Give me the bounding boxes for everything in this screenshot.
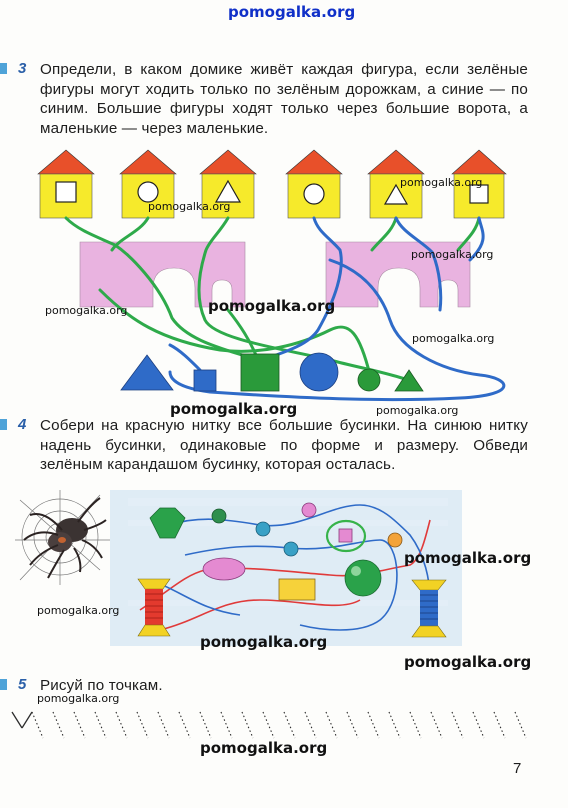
tracing-dot-line (304, 711, 317, 739)
tracing-dot-line (178, 711, 191, 739)
task-4-marker (0, 419, 7, 430)
task-3-marker (0, 63, 7, 74)
watermark[interactable]: pomogalka.org (170, 400, 298, 418)
watermark[interactable]: pomogalka.org (208, 297, 336, 315)
bead-big-yellow-rect (278, 578, 316, 601)
tracing-dot-line (199, 711, 212, 739)
tracing-dot-line (220, 711, 233, 739)
watermark[interactable]: pomogalka.org (412, 332, 495, 345)
top-watermark[interactable]: pomogalka.org (228, 3, 356, 21)
task-5-text: Рисуй по точкам. (40, 677, 163, 694)
tracing-dot-line (346, 711, 359, 739)
tracing-dot-line (430, 711, 443, 739)
watermark[interactable]: pomogalka.org (400, 176, 483, 189)
tracing-dot-line (283, 711, 296, 739)
bead-green-hexagon (149, 507, 186, 539)
task-3-text: Определи, в каком домике живёт каждая фи… (40, 61, 528, 137)
watermark[interactable]: pomogalka.org (411, 248, 494, 261)
watermark[interactable]: pomogalka.org (200, 633, 328, 651)
watermark[interactable]: pomogalka.org (376, 404, 459, 417)
tracing-dot-line (472, 711, 485, 739)
tracing-dot-line (493, 711, 506, 739)
task-5-number: 5 (18, 676, 27, 693)
house-4 (285, 149, 343, 219)
tracing-dot-line (262, 711, 275, 739)
tracing-dot-line (73, 711, 86, 739)
task-5-marker (0, 679, 7, 690)
task-3-number: 3 (18, 60, 27, 77)
spool-red-icon (137, 578, 171, 637)
house-5 (367, 149, 425, 219)
blue-paths (168, 216, 506, 402)
watermark[interactable]: pomogalka.org (37, 604, 120, 617)
bead-big-pink-oval (202, 557, 246, 581)
tracing-dot-line (31, 711, 44, 739)
spool-blue-icon (411, 579, 447, 638)
bead-small-pink (301, 502, 317, 518)
figure-small-green-triangle (394, 369, 424, 392)
bead-small-teal (255, 521, 271, 537)
house-1 (37, 149, 95, 219)
bead-small-green (211, 508, 227, 524)
house-6 (451, 149, 507, 219)
tracing-dot-line (325, 711, 338, 739)
spider-icon (15, 490, 110, 585)
tracing-dot-line (115, 711, 128, 739)
bead-small-orange (387, 532, 403, 548)
task-4-number: 4 (18, 416, 27, 433)
bead-small-teal-2 (283, 541, 299, 557)
figure-small-green-circle (357, 368, 381, 392)
figure-big-green-square (240, 353, 280, 392)
tracing-dot-line (94, 711, 107, 739)
watermark[interactable]: pomogalka.org (148, 200, 231, 213)
tracing-dot-line (157, 711, 170, 739)
task-4-text: Собери на красную нитку все большие буси… (40, 417, 528, 473)
bead-small-pink-square (338, 528, 353, 543)
house-3 (199, 149, 257, 219)
tracing-dot-line (241, 711, 254, 739)
page-number: 7 (513, 760, 522, 777)
task-3-illustration (37, 149, 507, 402)
tracing-dot-line (388, 711, 401, 739)
tracing-dot-line (409, 711, 422, 739)
tracing-dot-line (52, 711, 65, 739)
tracing-dot-line (514, 711, 527, 739)
tracing-dot-line (367, 711, 380, 739)
watermark[interactable]: pomogalka.org (404, 549, 532, 567)
watermark[interactable]: pomogalka.org (200, 739, 328, 757)
threads (139, 504, 431, 631)
figure-small-blue-square (193, 369, 217, 392)
watermark[interactable]: pomogalka.org (37, 692, 120, 705)
tracing-dot-line (451, 711, 464, 739)
watermark[interactable]: pomogalka.org (404, 653, 532, 671)
bead-green-circled (325, 519, 367, 553)
watermark[interactable]: pomogalka.org (45, 304, 128, 317)
tracing-dot-line (136, 711, 149, 739)
figure-big-blue-circle (299, 352, 339, 392)
figure-big-blue-triangle (120, 354, 174, 391)
